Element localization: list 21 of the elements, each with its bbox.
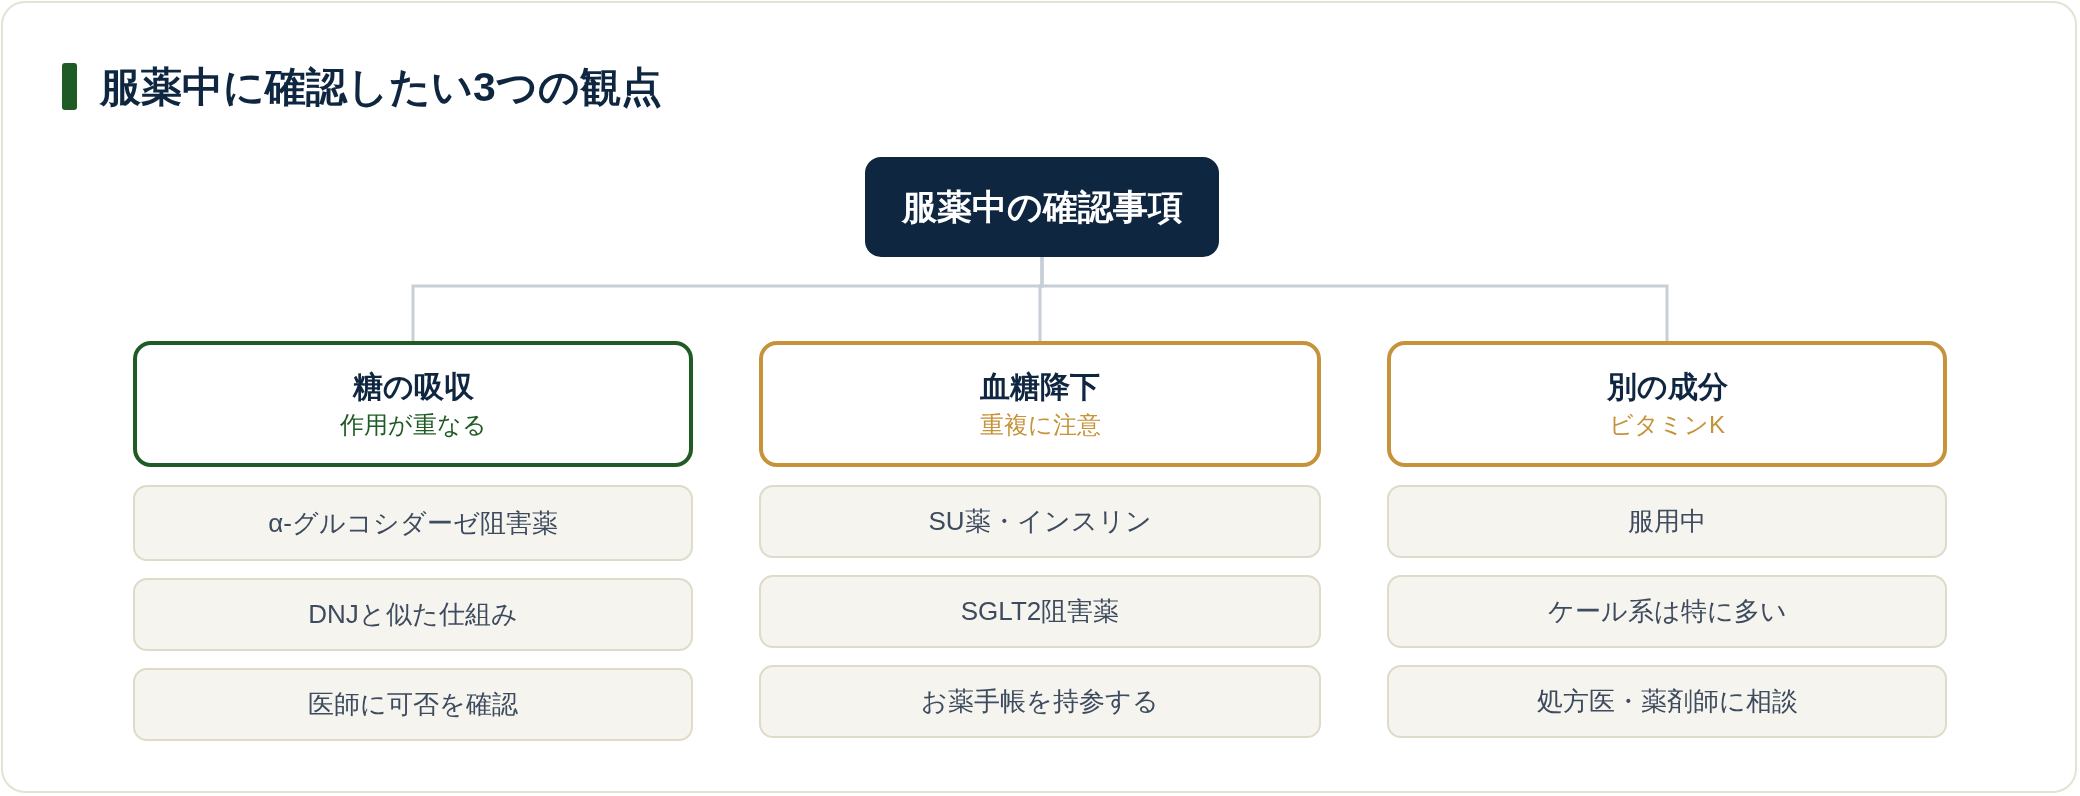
item-card: SU薬・インスリン xyxy=(759,485,1321,558)
category-box xyxy=(1387,341,1947,467)
category-subtitle: 重複に注意 xyxy=(979,410,1101,441)
item-card: お薬手帳を持参する xyxy=(759,665,1321,738)
item-card: 服用中 xyxy=(1387,485,1947,558)
item-card: ケール系は特に多い xyxy=(1387,575,1947,648)
category-subtitle: ビタミンK xyxy=(1609,410,1725,441)
category-subtitle: 作用が重なる xyxy=(339,410,487,441)
root-box: 服薬中の確認事項 xyxy=(865,157,1219,257)
connector-line xyxy=(1040,257,1669,341)
item-card: 医師に可否を確認 xyxy=(133,668,693,741)
item-card: SGLT2阻害薬 xyxy=(759,575,1321,648)
item-card: DNJと似た仕組み xyxy=(133,578,693,651)
item-card: α-グルコシダーゼ阻害薬 xyxy=(133,485,693,561)
category-title: 糖の吸収 xyxy=(352,368,474,405)
heading: 服薬中に確認したい3つの観点 xyxy=(100,63,662,112)
category-box xyxy=(759,341,1321,467)
category-title: 血糖降下 xyxy=(980,368,1100,405)
category-box xyxy=(133,341,693,467)
category-title: 別の成分 xyxy=(1606,368,1728,405)
item-card: 処方医・薬剤師に相談 xyxy=(1387,665,1947,738)
